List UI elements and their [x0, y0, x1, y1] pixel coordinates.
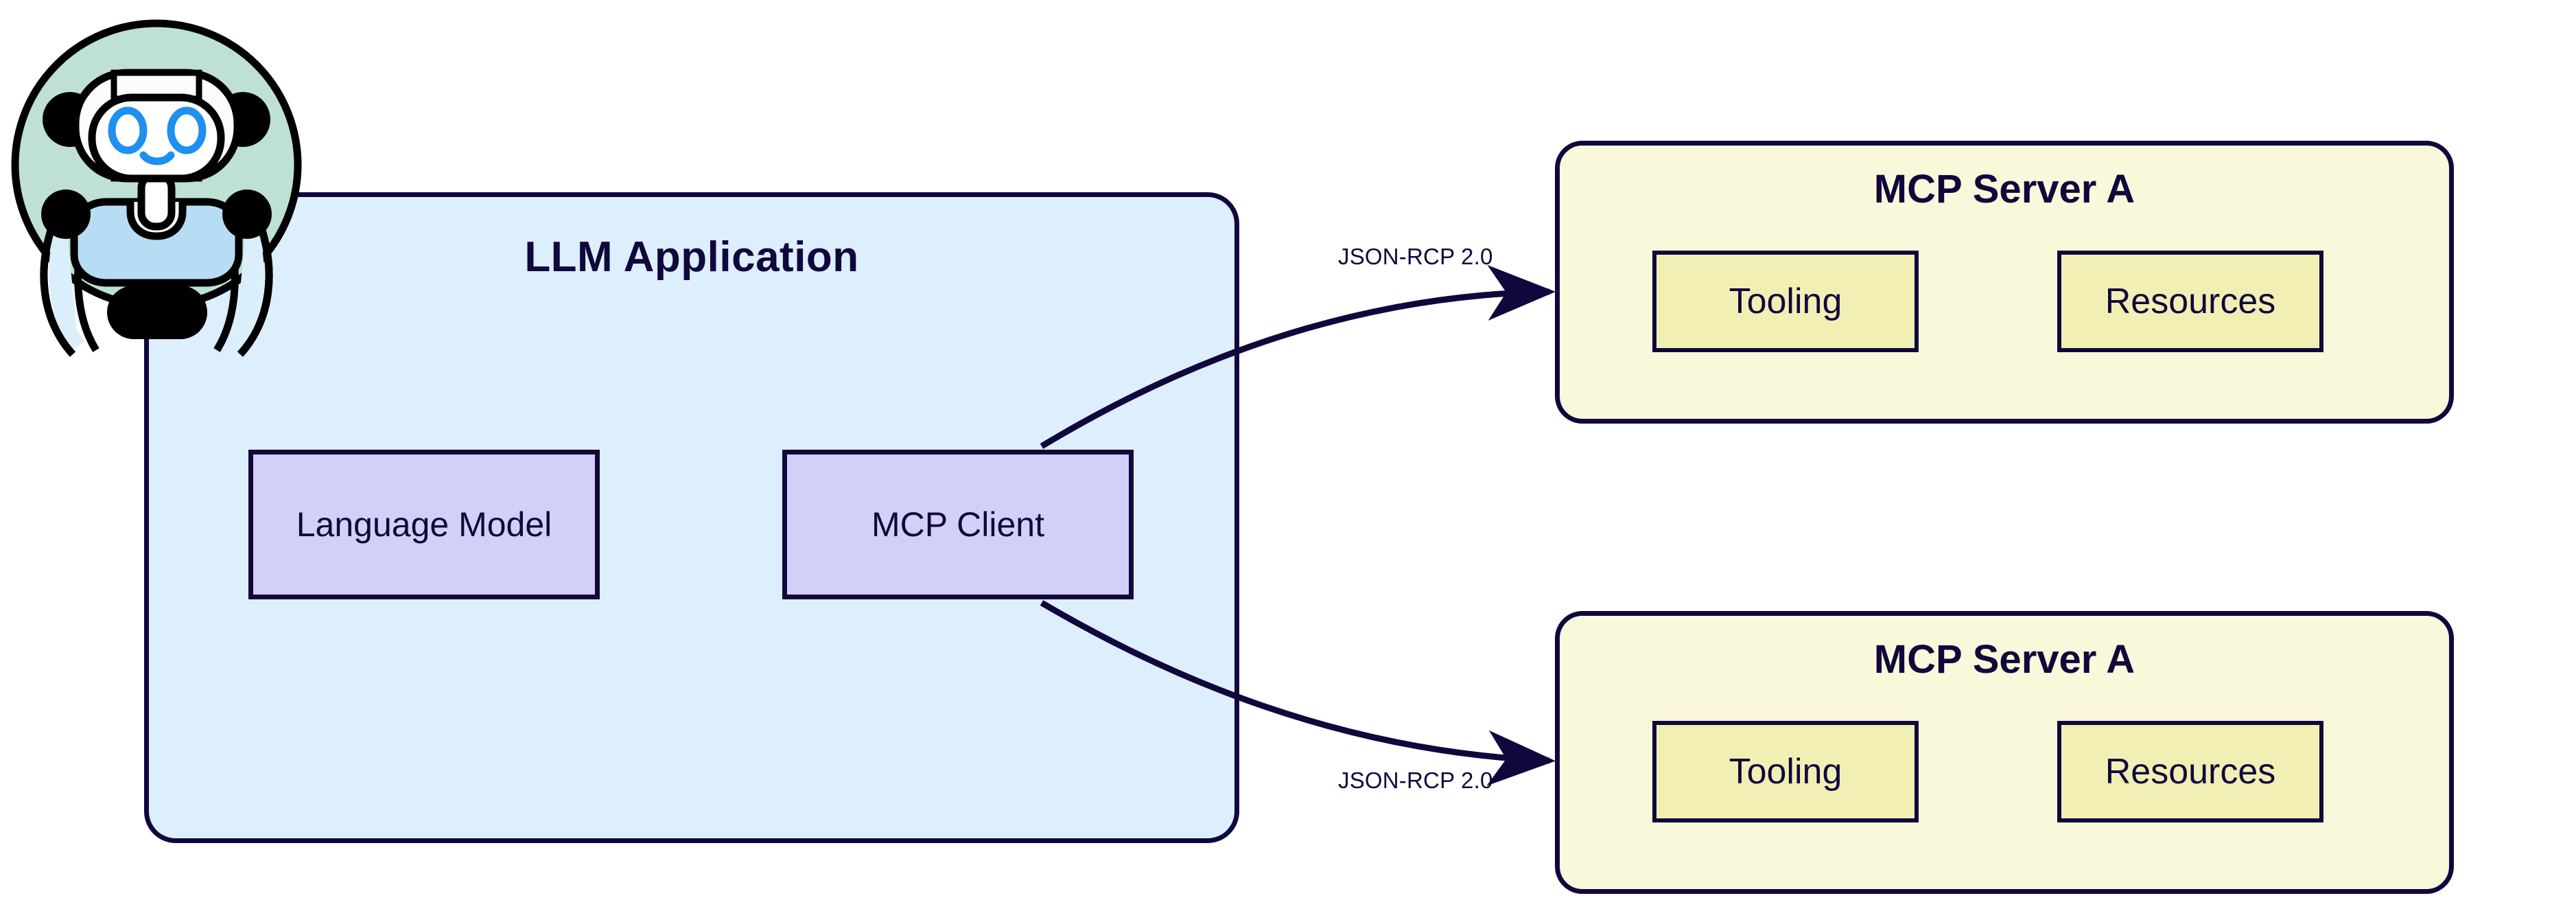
connector-bottom-label: JSON-RCP 2.0 — [1338, 768, 1493, 793]
robot-smile — [139, 151, 175, 165]
robot-right-shoulder-joint — [222, 189, 272, 239]
mcp-server-bottom-resources-box[interactable]: Resources — [2057, 721, 2323, 822]
robot-right-eye — [167, 106, 207, 154]
mcp-server-bottom-box: MCP Server A Tooling Resources — [1555, 611, 2454, 894]
robot-left-shoulder-joint — [41, 189, 91, 239]
mcp-server-bottom-resources-label: Resources — [2105, 752, 2276, 792]
robot-face-plate — [88, 93, 225, 183]
connector-bottom-arrow — [1040, 600, 1556, 786]
mcp-server-bottom-title: MCP Server A — [1873, 637, 2135, 682]
robot-left-arm-edge — [40, 213, 76, 357]
connector-top-label: JSON-RCP 2.0 — [1338, 244, 1493, 269]
mcp-server-top-resources-label: Resources — [2105, 281, 2276, 321]
robot-right-arm-edge — [237, 213, 273, 357]
mcp-server-top-tooling-box[interactable]: Tooling — [1652, 251, 1919, 352]
mcp-server-top-tooling-label: Tooling — [1729, 281, 1842, 321]
robot-torso — [70, 198, 243, 287]
connector-top-arrow — [1040, 264, 1556, 449]
language-model-label: Language Model — [296, 505, 552, 544]
llm-application-title: LLM Application — [524, 233, 859, 281]
mcp-client-box[interactable]: MCP Client — [782, 450, 1134, 599]
mcp-client-label: MCP Client — [871, 505, 1044, 544]
language-model-box[interactable]: Language Model — [248, 450, 600, 599]
mcp-server-bottom-tooling-box[interactable]: Tooling — [1652, 721, 1919, 822]
robot-lower-panel — [107, 286, 207, 339]
mcp-server-top-box: MCP Server A Tooling Resources — [1555, 141, 2454, 424]
robot-left-eye — [108, 106, 148, 154]
mcp-server-top-title: MCP Server A — [1873, 167, 2135, 211]
mcp-server-bottom-tooling-label: Tooling — [1729, 752, 1842, 792]
mcp-server-top-resources-box[interactable]: Resources — [2057, 251, 2323, 352]
